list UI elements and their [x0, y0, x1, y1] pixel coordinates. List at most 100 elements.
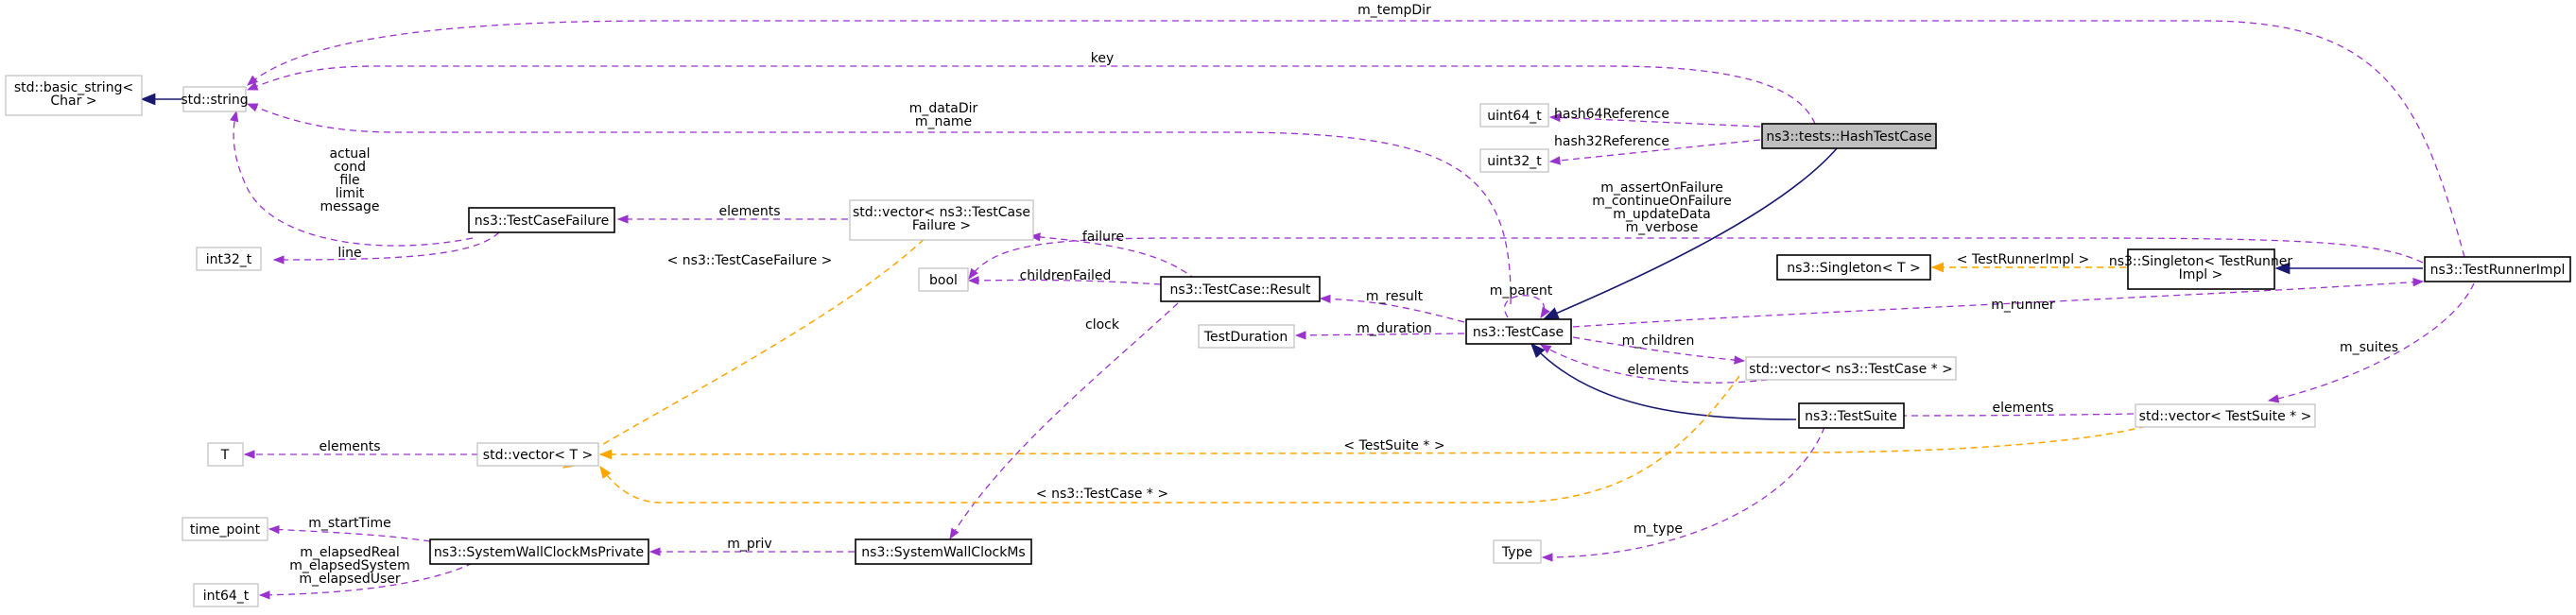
- text-line: ns3::TestSuite: [1805, 409, 1897, 424]
- edge-m-suites: [2267, 282, 2475, 403]
- edge-elements-children: [1539, 344, 1769, 384]
- node-bool[interactable]: bool: [918, 267, 969, 292]
- text-line: childrenFailed: [1020, 268, 1112, 283]
- node-test-runner-impl[interactable]: ns3::TestRunnerImpl: [2424, 256, 2571, 282]
- edge-label-tmpl-testcase: < ns3::TestCase * >: [1036, 487, 1168, 502]
- text-line: m_startTime: [308, 516, 391, 531]
- svg-text:std::basic_string<Char >: std::basic_string<Char >: [14, 80, 133, 109]
- edge-elements-suites: [1870, 411, 2135, 420]
- node-int32[interactable]: int32_t: [196, 247, 262, 271]
- edge-runner-flags: [968, 237, 2424, 280]
- edge-m-starttime: [268, 524, 431, 542]
- node-test-case[interactable]: ns3::TestCase: [1465, 318, 1572, 345]
- svg-text:time_point: time_point: [190, 522, 261, 538]
- text-line: uint64_t: [1487, 109, 1542, 124]
- text-line: Type: [1501, 545, 1532, 560]
- text-line: m_result: [1366, 289, 1424, 304]
- edge-label-m-parent: m_parent: [1490, 283, 1553, 299]
- text-line: ns3::Singleton< TestRunner: [2109, 254, 2293, 269]
- svg-text:ns3::TestCaseFailure: ns3::TestCaseFailure: [475, 214, 609, 229]
- text-line: elements: [1627, 363, 1688, 378]
- edge-m-children: [1572, 336, 1746, 365]
- svg-text:Type: Type: [1501, 545, 1532, 560]
- node-time-point[interactable]: time_point: [182, 517, 268, 541]
- text-line: T: [220, 448, 230, 463]
- edge-failure-fields: [230, 110, 474, 247]
- node-hash-test-case[interactable]: ns3::tests::HashTestCase: [1761, 123, 1937, 149]
- text-line: ns3::TestCase::Result: [1169, 282, 1311, 298]
- node-wallclock[interactable]: ns3::SystemWallClockMs: [855, 538, 1032, 565]
- text-line: time_point: [190, 522, 261, 538]
- edge-failure: [1029, 232, 1197, 281]
- edge-line: [272, 231, 500, 265]
- node-basic-string[interactable]: std::basic_string<Char >: [5, 75, 143, 116]
- node-vector-t[interactable]: std::vector< T >: [476, 442, 599, 467]
- node-type[interactable]: Type: [1493, 539, 1542, 564]
- node-vector-testsuite-ptr[interactable]: std::vector< TestSuite * >: [2135, 403, 2316, 428]
- text-line: m_elapsedUser: [299, 572, 401, 587]
- edge-label-m-children: m_children: [1622, 333, 1695, 349]
- text-line: key: [1091, 51, 1115, 66]
- text-line: TestDuration: [1203, 330, 1288, 345]
- edge-label-m-priv: m_priv: [727, 537, 771, 552]
- edge-m-duration: [1294, 331, 1465, 340]
- text-line: m_assertOnFailure: [1600, 180, 1723, 196]
- svg-text:ns3::Singleton< T >: ns3::Singleton< T >: [1787, 261, 1920, 276]
- node-int64[interactable]: int64_t: [193, 583, 259, 607]
- edge-m-tempdir: [247, 20, 2465, 258]
- node-result[interactable]: ns3::TestCase::Result: [1160, 276, 1321, 302]
- text-line: m_suites: [2340, 340, 2398, 355]
- text-line: ns3::TestCaseFailure: [475, 214, 609, 229]
- node-test-suite[interactable]: ns3::TestSuite: [1798, 402, 1905, 429]
- text-line: m_name: [915, 114, 972, 129]
- nodes: std::basic_string<Char > std::string uin…: [5, 75, 2571, 607]
- svg-text:ns3::TestCase: ns3::TestCase: [1473, 325, 1564, 340]
- edge-label-key: key: [1091, 51, 1115, 66]
- svg-text:ns3::TestSuite: ns3::TestSuite: [1805, 409, 1897, 424]
- text-line: Char >: [50, 94, 96, 109]
- text-line: < TestRunnerImpl >: [1957, 252, 2090, 267]
- node-string[interactable]: std::string: [181, 86, 249, 112]
- text-line: m_elapsedReal: [300, 545, 400, 560]
- node-uint32[interactable]: uint32_t: [1479, 148, 1549, 173]
- edge-clock: [949, 302, 1179, 539]
- text-line: m_verbose: [1626, 220, 1699, 235]
- text-line: hash64Reference: [1554, 107, 1669, 122]
- text-line: < TestSuite * >: [1343, 438, 1444, 453]
- node-wallclock-private[interactable]: ns3::SystemWallClockMsPrivate: [429, 538, 649, 565]
- svg-text:ns3::TestCase::Result: ns3::TestCase::Result: [1169, 282, 1311, 298]
- text-line: ns3::TestCase: [1473, 325, 1564, 340]
- text-line: std::vector< ns3::TestCase: [853, 205, 1030, 220]
- node-singleton-t[interactable]: ns3::Singleton< T >: [1776, 254, 1931, 281]
- svg-text:ns3::SystemWallClockMsPrivate: ns3::SystemWallClockMsPrivate: [434, 545, 644, 560]
- text-line: elements: [718, 204, 780, 219]
- edge-m-result: [1319, 294, 1465, 323]
- svg-text:int32_t: int32_t: [206, 252, 252, 267]
- svg-text:uint64_t: uint64_t: [1487, 109, 1542, 124]
- edge-m-parent: [1504, 295, 1550, 318]
- edge-label-children-failed: childrenFailed: [1020, 268, 1112, 283]
- edge-label-m-suites: m_suites: [2340, 340, 2398, 355]
- edge-m-elapsed: [258, 562, 474, 600]
- node-uint64[interactable]: uint64_t: [1479, 103, 1549, 128]
- node-vector-testcase-ptr[interactable]: std::vector< ns3::TestCase * >: [1745, 356, 1957, 381]
- edge-label-elements-t: elements: [319, 439, 380, 454]
- text-line: bool: [929, 273, 958, 288]
- svg-text:T: T: [220, 448, 230, 463]
- text-line: std::vector< TestSuite * >: [2139, 409, 2312, 424]
- text-line: < ns3::TestCaseFailure >: [667, 253, 833, 268]
- svg-text:uint32_t: uint32_t: [1487, 154, 1542, 169]
- edge-children-failed: [967, 276, 1162, 285]
- svg-text:int64_t: int64_t: [203, 589, 250, 604]
- node-test-case-failure[interactable]: ns3::TestCaseFailure: [468, 207, 615, 233]
- svg-text:std::vector< ns3::TestCase * >: std::vector< ns3::TestCase * >: [1749, 362, 1953, 377]
- node-t[interactable]: T: [207, 442, 244, 467]
- node-test-duration[interactable]: TestDuration: [1198, 324, 1295, 349]
- text-line: limit: [336, 186, 365, 201]
- edge-m-datadir: [246, 103, 1512, 305]
